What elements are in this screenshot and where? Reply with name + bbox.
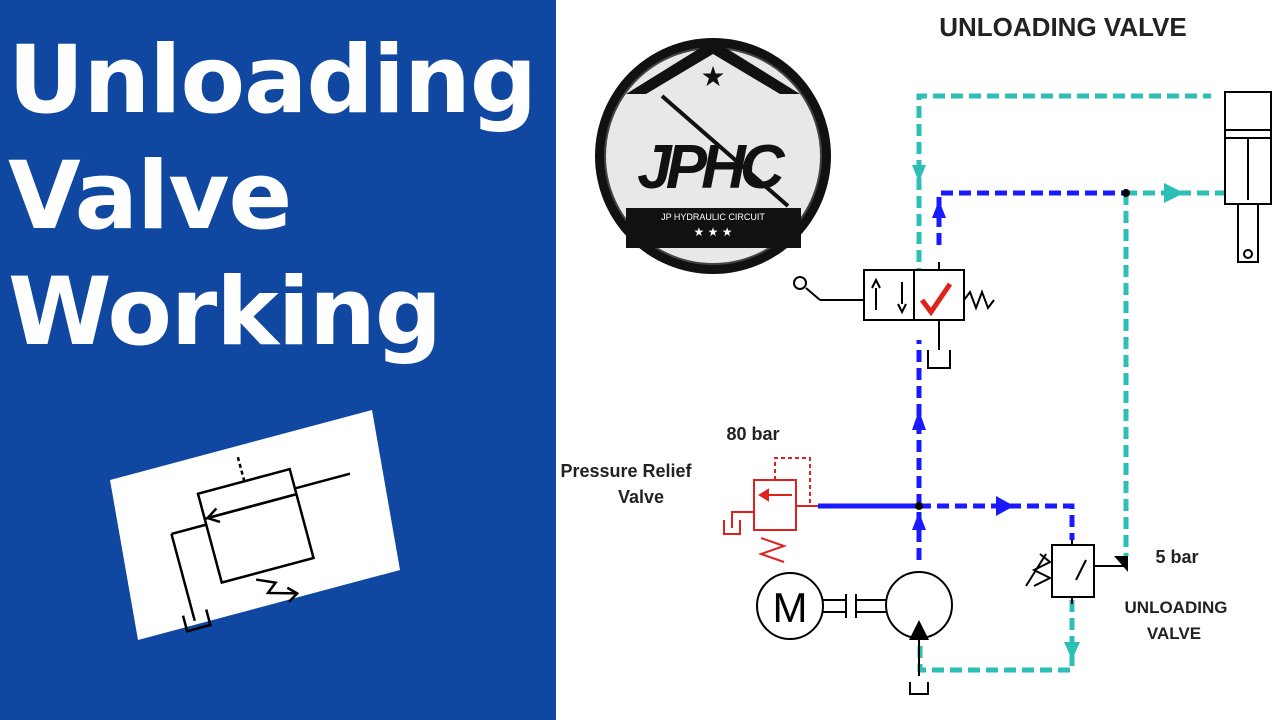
logo-tagline: JP HYDRAULIC CIRCUIT: [661, 212, 765, 222]
diagram-heading: UNLOADING VALVE: [939, 12, 1186, 42]
hydraulic-pump: [885, 571, 953, 695]
unloading-label-line-2: VALVE: [1147, 624, 1201, 643]
logo-top-star: ★: [700, 61, 725, 92]
title-line-3: Working: [8, 258, 442, 367]
relief-setting: 80 bar: [726, 424, 779, 444]
teal-arrow-down-icon: [912, 165, 926, 182]
teal-arrow-right-icon: [1164, 183, 1184, 203]
pressure-lines: [818, 190, 1124, 560]
electric-motor: [756, 572, 886, 640]
blue-arrow-up-2-icon: [912, 512, 926, 530]
hydraulic-circuit-diagram: UNLOADING VALVE ★ JPHC JP HYDRAULIC CIRC…: [560, 12, 1272, 695]
directional-control-valve: [793, 262, 995, 369]
left-title-panel: Unloading Valve Working: [0, 0, 556, 720]
logo-stars: ★ ★ ★: [694, 225, 733, 239]
pressure-relief-valve: [723, 457, 818, 563]
blue-arrow-up-3-icon: [932, 200, 946, 218]
unloading-valve-symbol-card: [110, 410, 400, 640]
unloading-label-line-1: UNLOADING: [1125, 598, 1228, 617]
active-position-check-icon: [920, 282, 953, 317]
unloading-setting: 5 bar: [1155, 547, 1198, 567]
title-line-2: Valve: [8, 142, 292, 251]
relief-label-line-1: Pressure Relief: [560, 461, 692, 481]
relief-label-line-2: Valve: [618, 487, 664, 507]
blue-arrow-up-icon: [912, 410, 926, 430]
motor-letter: M: [773, 584, 808, 631]
blue-arrow-right-icon: [996, 496, 1014, 516]
hydraulic-cylinder: [1224, 91, 1272, 263]
unloading-valve-symbol: [1025, 540, 1126, 604]
blue-cylinder-line: [936, 190, 1124, 245]
jphc-logo: ★ JPHC JP HYDRAULIC CIRCUIT ★ ★ ★: [595, 38, 831, 274]
blue-unloading-line: [919, 503, 1075, 540]
title-line-1: Unloading: [8, 26, 537, 135]
teal-return-line: [916, 93, 1211, 280]
teal-arrow-down-2-icon: [1064, 642, 1080, 660]
logo-initials: JPHC: [637, 133, 786, 202]
pilot-arrow-icon: [1114, 556, 1128, 572]
